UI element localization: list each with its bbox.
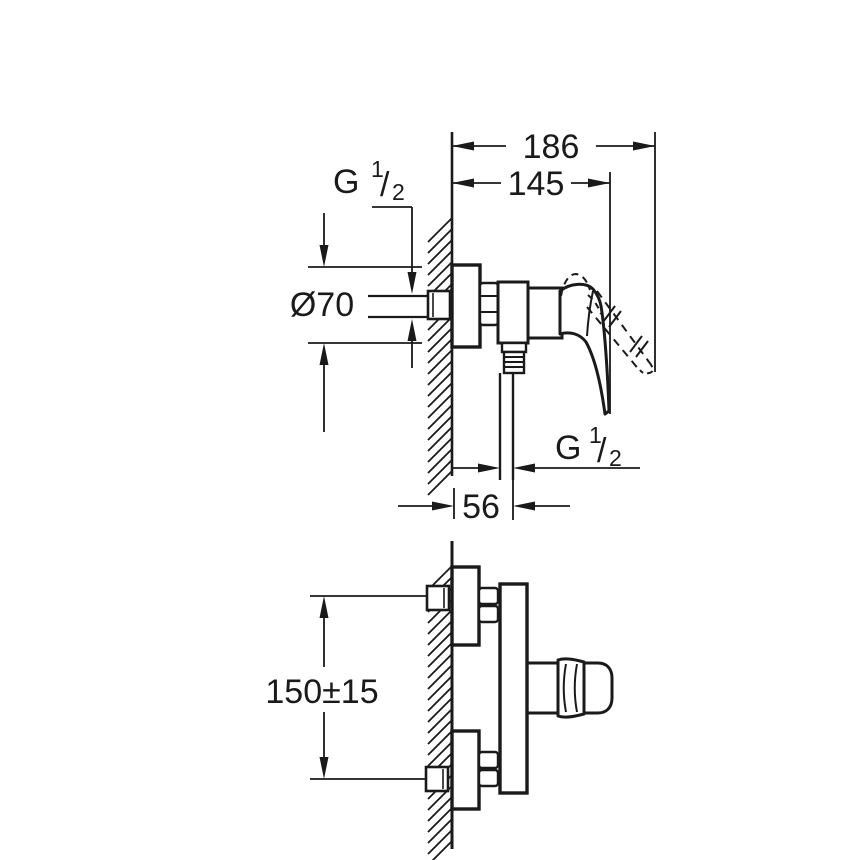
dimension-total-depth: [452, 141, 655, 151]
front-view: [424, 541, 614, 860]
label-outlet-offset: 56: [462, 488, 500, 526]
lower-escutcheon: [450, 729, 481, 811]
break-ticks: [602, 305, 649, 358]
valve-body-side: [496, 280, 530, 345]
wall-hatching-side: [427, 217, 453, 496]
dimension-outlet-offset: [398, 501, 570, 511]
union-hex-nut-side: [478, 281, 500, 327]
label-total-depth: 186: [523, 128, 580, 166]
lower-inlet-connection: [424, 729, 500, 811]
upper-square-nut: [425, 584, 451, 612]
dimension-outlet-thread: [452, 463, 640, 473]
label-inlet-spacing: 150±15: [265, 673, 378, 711]
outlet-step: [500, 341, 528, 354]
upper-inlet-connection: [425, 565, 500, 647]
upper-escutcheon: [450, 565, 481, 647]
extension-lines: [308, 132, 656, 520]
outlet-pipe: [498, 373, 515, 480]
side-view-dimensions: [308, 132, 656, 520]
label-inlet-thread: G 1 / 2: [333, 156, 405, 205]
lower-hex-nut: [477, 750, 500, 788]
escutcheon-flange-side: [450, 263, 482, 349]
concealed-union-nut: [426, 289, 452, 321]
lever-inner-contour: [586, 290, 594, 337]
dimension-inlet-spacing: [310, 595, 427, 780]
dimension-flange-diameter: [319, 213, 329, 432]
cartridge-housing: [526, 286, 564, 340]
label-flange-diameter: Ø70: [290, 286, 354, 324]
label-outlet-thread: G 1 / 2: [555, 422, 622, 471]
lever-handle-front: [527, 657, 614, 719]
dimension-depth-to-lever: [452, 178, 610, 188]
upper-hex-nut: [477, 586, 500, 624]
lever-handle: [558, 282, 611, 416]
front-view-dimensions: [310, 595, 427, 780]
labels: 186 145 G 1 / 2 Ø70 G 1 / 2 56 150±15: [265, 128, 621, 711]
lower-square-nut: [424, 765, 450, 793]
valve-body-front: [498, 582, 529, 795]
side-view: [368, 132, 654, 496]
grip-contours: [562, 663, 585, 713]
inlet-thread-leader: [372, 206, 417, 368]
outlet-thread-nipple: [502, 350, 526, 375]
label-depth-to-lever: 145: [508, 165, 565, 203]
supply-pipe-stub: [368, 294, 428, 319]
